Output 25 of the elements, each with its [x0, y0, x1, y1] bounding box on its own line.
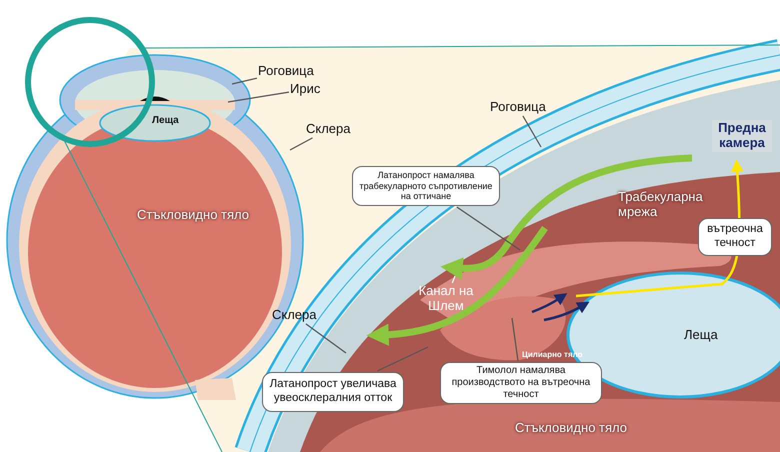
callout-box: вътреочна течност	[698, 218, 772, 256]
part-label: Стъкловидно тяло	[137, 208, 249, 223]
leader-line	[511, 318, 519, 362]
leader-line	[522, 116, 542, 148]
part-label: Стъкловидно тяло	[515, 421, 627, 436]
part-label: Трабекуларна мрежа	[618, 190, 704, 220]
part-label: Леща	[152, 115, 179, 126]
callout-box: Латанопрост намалява трабекуларното съпротивление на оттичане	[352, 166, 500, 206]
leader-line	[456, 206, 520, 250]
part-label: Ирис	[290, 82, 320, 97]
leader-line	[290, 137, 313, 151]
callout-box: Латанопрост увеличава увеосклералния отток	[262, 372, 404, 412]
part-label: Роговица	[258, 64, 314, 79]
part-label: Предна камера	[712, 120, 772, 152]
leader-line	[377, 346, 428, 372]
leader-line	[232, 78, 258, 85]
callout-box: Тимолол намалява производството на вътреочна течност	[440, 362, 602, 404]
leader-line	[306, 323, 346, 354]
leader-line	[452, 276, 456, 284]
part-label: Цилиарно тяло	[522, 350, 582, 360]
part-label: Склера	[306, 122, 350, 137]
leader-line	[228, 92, 290, 103]
part-label: Роговица	[490, 100, 546, 115]
part-label: Леща	[684, 328, 718, 343]
part-label: Канал на Шлем	[418, 284, 474, 314]
